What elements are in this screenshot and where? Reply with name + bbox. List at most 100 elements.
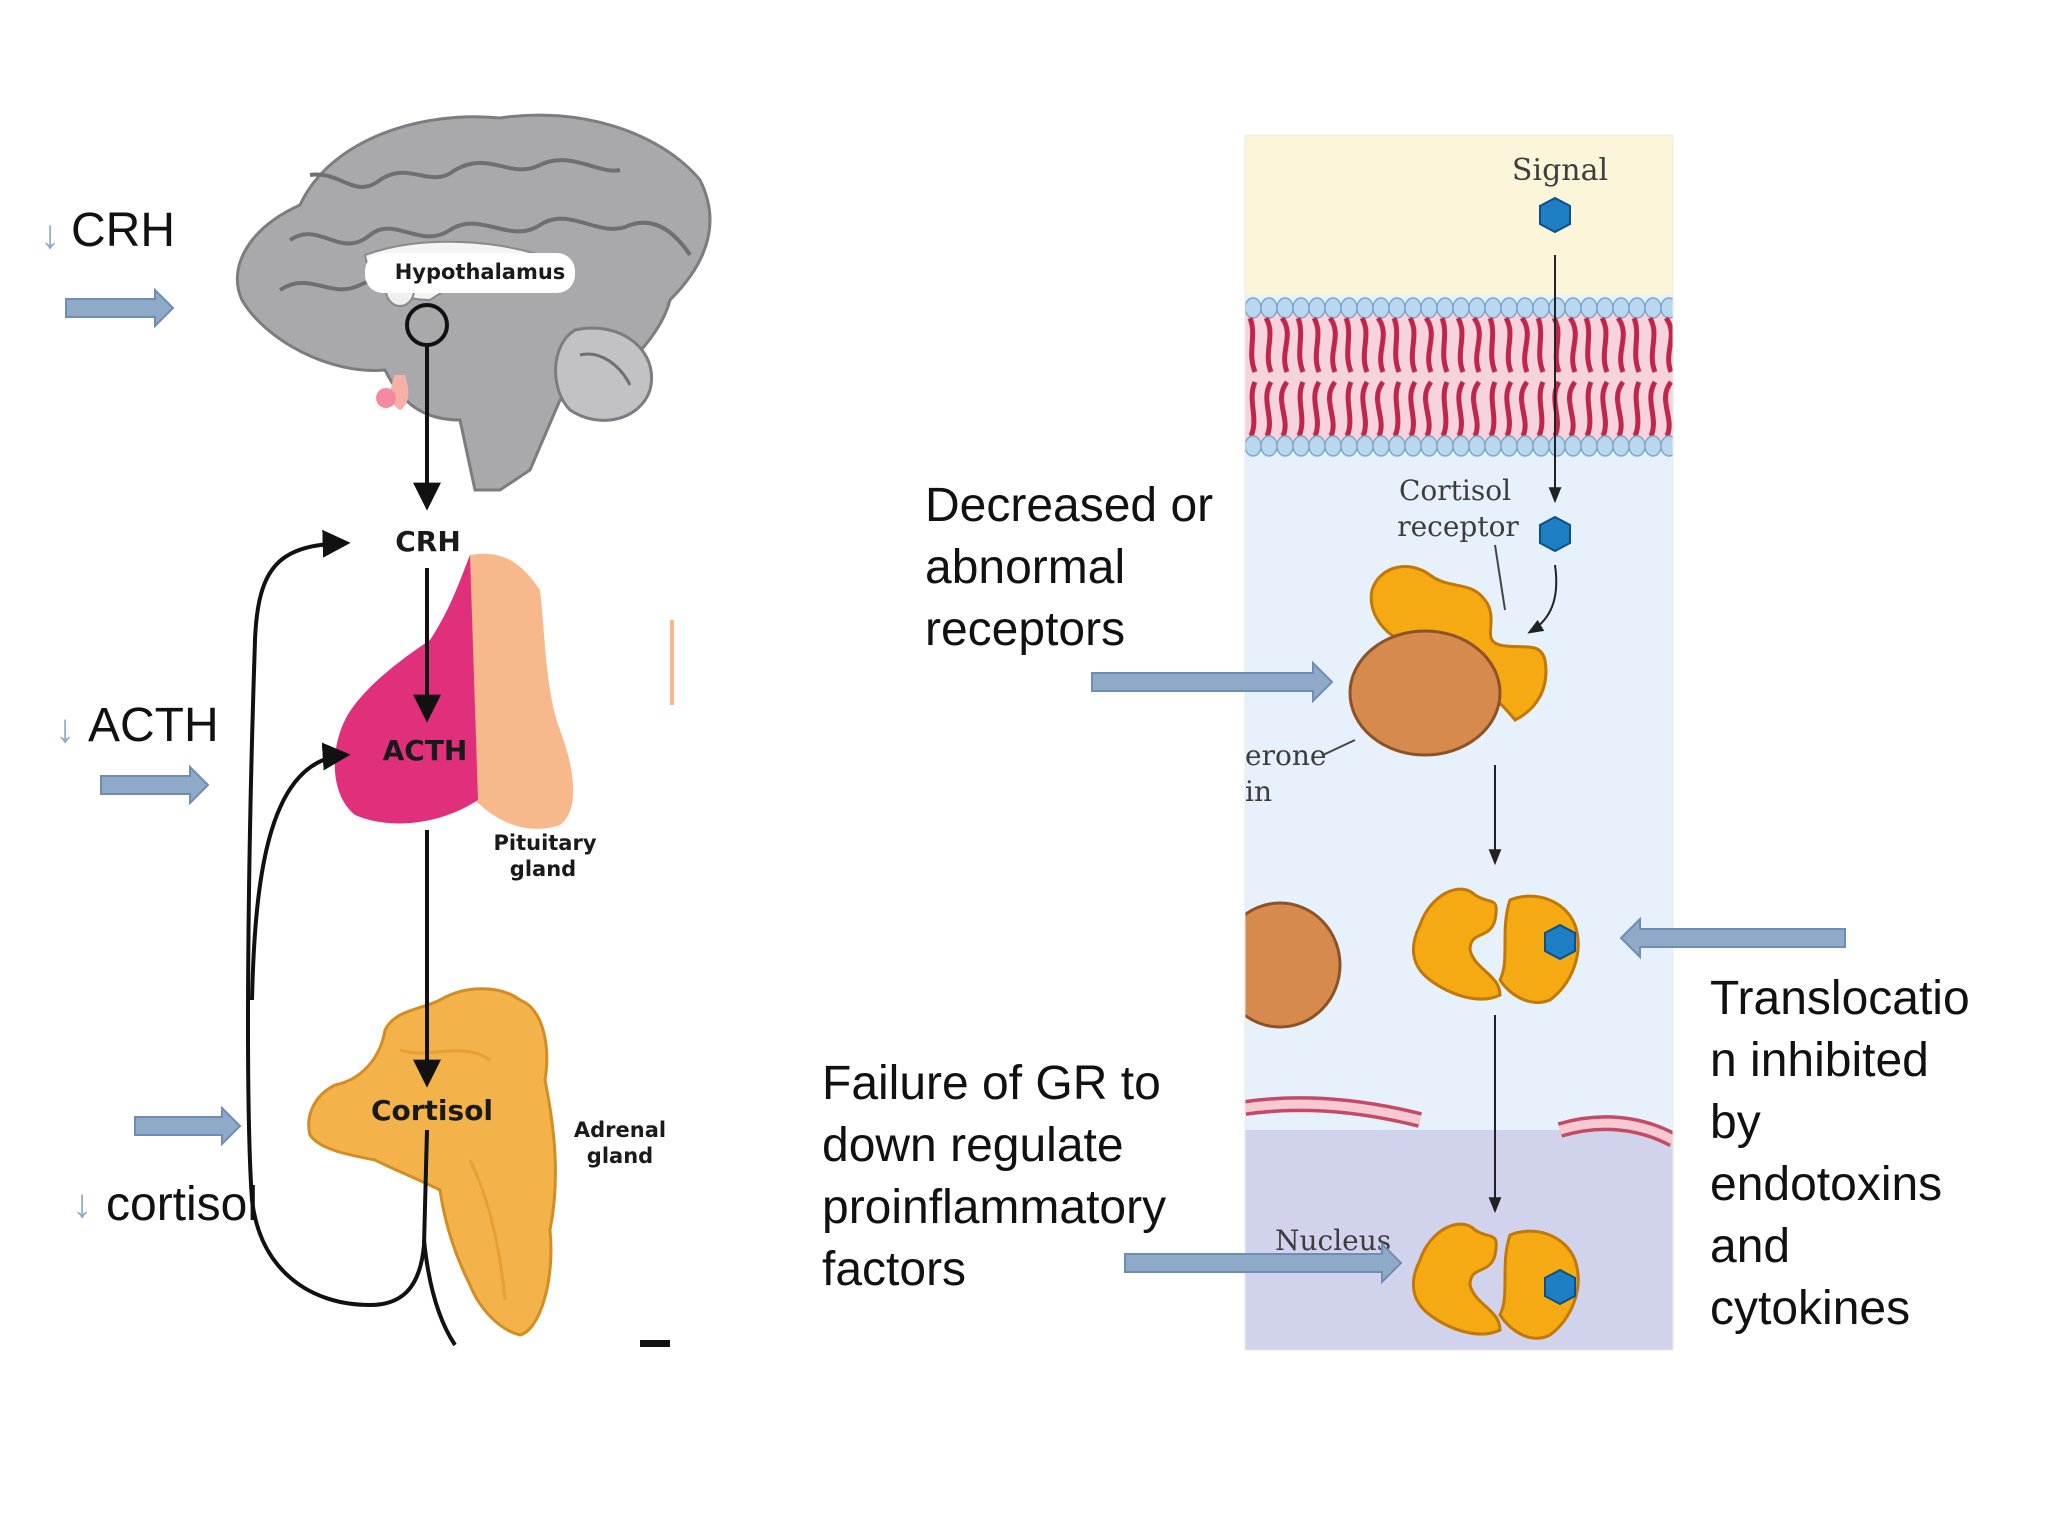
failure-annotation: Failure of GR to down regulate proinflam… [822,1053,1166,1301]
lipid-tail [1663,380,1673,438]
lipid-head [1468,297,1486,319]
lipid-head [1340,435,1358,457]
cortisol-down-arrow-icon: ↓ [72,1182,92,1226]
nuclear-receptor-dimer [1411,1222,1580,1340]
lipid-head [1612,435,1630,457]
lipid-head [1404,297,1422,319]
lipid-tail [1279,316,1290,373]
lipid-head [1612,297,1630,319]
lipid-tail [1279,380,1290,438]
crh-side-label: CRH [71,204,175,257]
lipid-tail [1263,316,1274,373]
lipid-head [1356,435,1374,457]
lipid-head [1628,297,1646,319]
hpa-axis-diagram: Hypothalamus CRH ACTH Pituitary gland Co… [40,113,712,1347]
lipid-head [1324,297,1342,319]
lipid-head [1292,297,1310,319]
lipid-head [1436,435,1454,457]
lipid-tail [1375,316,1386,373]
lipid-tail [1455,316,1466,373]
cortisol-side-label: cortisol [106,1178,258,1231]
cortisol-hormone-label: Cortisol [371,1094,493,1127]
chaperone-released [1245,901,1342,1029]
cell-membrane [1245,297,1673,457]
lipid-head [1260,297,1278,319]
failure-annotation-line1: Failure of GR to [822,1057,1161,1110]
lipid-tail [1327,380,1338,438]
adrenal-gland [307,987,557,1337]
translocation-annotation: Translocatio n inhibited by endotoxins a… [1710,968,1970,1340]
lipid-tail [1392,380,1402,438]
lipid-head [1372,297,1390,319]
receptor-label-line1: Cortisol [1399,474,1511,507]
lipid-tail [1519,316,1530,373]
lipid-tail [1600,380,1610,438]
lipid-tail [1360,380,1370,438]
lipid-head [1644,435,1662,457]
lipid-head [1564,297,1582,319]
lipid-head [1484,435,1502,457]
receptors-annotation-line2: abnormal [925,541,1126,594]
translocation-annotation-line2: n inhibited [1710,1034,1929,1087]
lipid-tail [1375,380,1386,438]
lipid-tail [1408,380,1418,438]
cell-signaling-diagram: Signal Cortisol receptor erone in [1244,134,1674,1351]
acth-block-arrow-icon [100,764,210,806]
lipid-tail [1264,380,1274,438]
lipid-head [1628,435,1646,457]
lipid-head [1436,297,1454,319]
feedback-loop-to-acth [250,742,351,1001]
lipid-tail [1471,316,1482,373]
translocation-annotation-line5: and [1710,1220,1791,1273]
lipid-tail [1391,317,1402,373]
lipid-head [1452,297,1470,319]
lipid-tail [1312,380,1322,438]
failure-annotation-line4: factors [822,1243,967,1296]
lipid-tail [1343,317,1354,373]
lipid-head [1292,435,1310,457]
lipid-tail [1423,380,1434,438]
lipid-tail [1536,380,1546,438]
lipid-head [1500,435,1518,457]
acth-hormone-label: ACTH [383,734,468,767]
translocation-annotation-line4: endotoxins [1710,1158,1943,1211]
lipid-head [1245,297,1262,319]
lipid-head [1548,435,1566,457]
lipid-tail [1615,316,1626,373]
lipid-tail [1631,317,1642,373]
crh-down-arrow-icon: ↓ [40,213,60,257]
cortisol-block-arrow-icon [134,1105,242,1147]
lipid-head [1356,297,1374,319]
lipid-head [1516,297,1534,319]
acth-side-label: ACTH [88,699,219,752]
lipid-tail [1599,316,1610,373]
lipid-head [1564,435,1582,457]
lipid-head [1596,435,1614,457]
lipid-tail [1504,380,1514,438]
lipid-tail [1535,317,1546,373]
lipid-head [1324,435,1342,457]
lipid-head [1260,435,1278,457]
lipid-head [1452,435,1470,457]
translocation-annotation-line3: by [1710,1096,1761,1149]
adrenal-label-line1: Adrenal [574,1118,666,1142]
lipid-head [1308,297,1326,319]
pituitary-label-line2: gland [510,857,576,881]
feedback-loop-to-crh [246,529,429,1308]
receptor-label-line2: receptor [1397,510,1519,543]
lipid-head [1580,297,1598,319]
lipid-head [1388,435,1406,457]
chaperone-label-partial-2: in [1245,775,1272,808]
lipid-head [1404,435,1422,457]
lipid-tail [1503,316,1514,373]
lipid-head [1245,435,1262,457]
lipid-head [1660,435,1673,457]
lipid-tail [1567,380,1578,438]
lipid-tail [1648,380,1658,438]
lipid-head [1388,297,1406,319]
receptors-annotation-line1: Decreased or [925,479,1214,532]
lipid-head [1644,297,1662,319]
signal-label: Signal [1512,153,1608,188]
lipid-tail [1439,317,1450,373]
